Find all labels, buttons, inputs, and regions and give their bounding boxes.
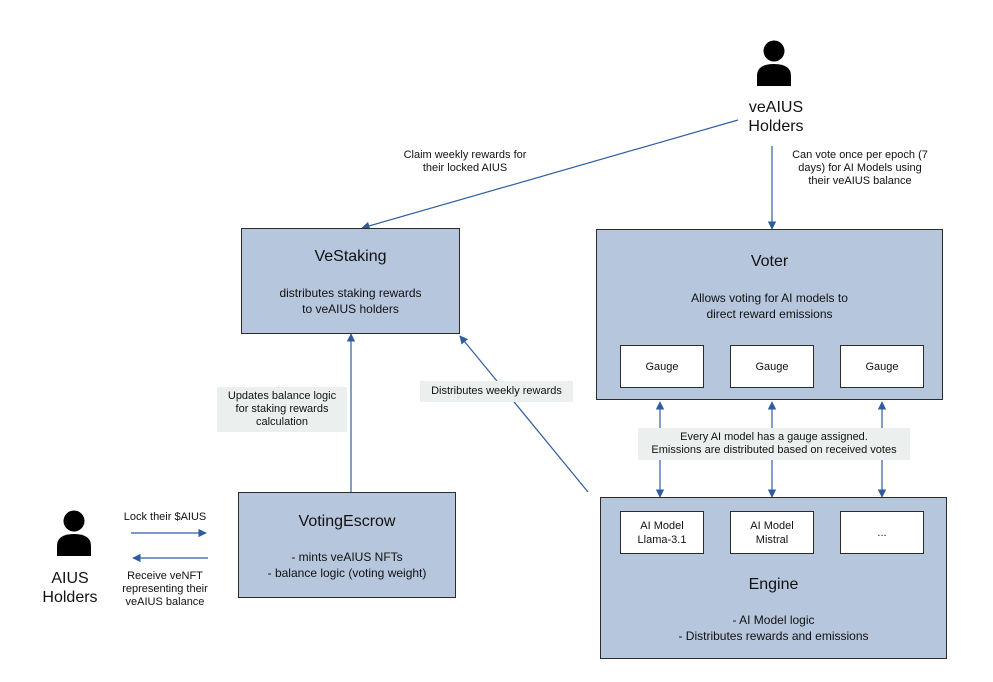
vestaking-title: VeStaking [314, 248, 387, 265]
receive-venft-note: Receive veNFT representing their veAIUS … [122, 570, 208, 608]
vestaking-box[interactable]: VeStaking distributes staking rewards to… [241, 228, 460, 334]
vestaking-description: distributes staking rewards to veAIUS ho… [279, 286, 422, 316]
aius-holders-person-icon [57, 510, 91, 556]
gauge-box-2[interactable]: Gauge [730, 345, 814, 388]
voting-escrow-description: - mints veAIUS NFTs - balance logic (vot… [267, 550, 427, 580]
voter-title: Voter [750, 253, 789, 270]
claim-rewards-note: Claim weekly rewards for their locked AI… [403, 149, 527, 174]
voting-escrow-title: VotingEscrow [298, 513, 396, 530]
ai-model-llama-box[interactable]: AI Model Llama-3.1 [620, 511, 704, 554]
ai-model-more-box[interactable]: ... [840, 511, 924, 554]
lock-aius-note: Lock their $AIUS [123, 511, 207, 523]
gauge-box-3[interactable]: Gauge [840, 345, 924, 388]
ai-model-mistral-box[interactable]: AI Model Mistral [730, 511, 814, 554]
distributes-weekly-note: Distributes weekly rewards [420, 381, 573, 402]
vote-once-note: Can vote once per epoch (7 days) for AI … [792, 149, 928, 187]
engine-box[interactable]: AI Model Llama-3.1 AI Model Mistral ... … [600, 497, 947, 659]
gauge-box-1[interactable]: Gauge [620, 345, 704, 388]
voter-description: Allows voting for AI models to direct re… [691, 291, 848, 321]
veaius-holders-label: veAIUS Holders [748, 99, 804, 135]
engine-title: Engine [748, 576, 799, 593]
veaius-holders-person-icon [757, 40, 791, 86]
distribute-rewards-arrow [459, 335, 589, 493]
voting-escrow-box[interactable]: VotingEscrow - mints veAIUS NFTs - balan… [238, 492, 456, 598]
aius-holders-label: AIUS Holders [42, 570, 98, 606]
updates-balance-note: Updates balance logic for staking reward… [217, 387, 347, 432]
gauge-assigned-note: Every AI model has a gauge assigned. Emi… [638, 428, 910, 460]
engine-description: - AI Model logic - Distributes rewards a… [678, 613, 869, 643]
claim-rewards-arrow [361, 119, 739, 230]
voter-box[interactable]: Voter Allows voting for AI models to dir… [596, 229, 943, 400]
